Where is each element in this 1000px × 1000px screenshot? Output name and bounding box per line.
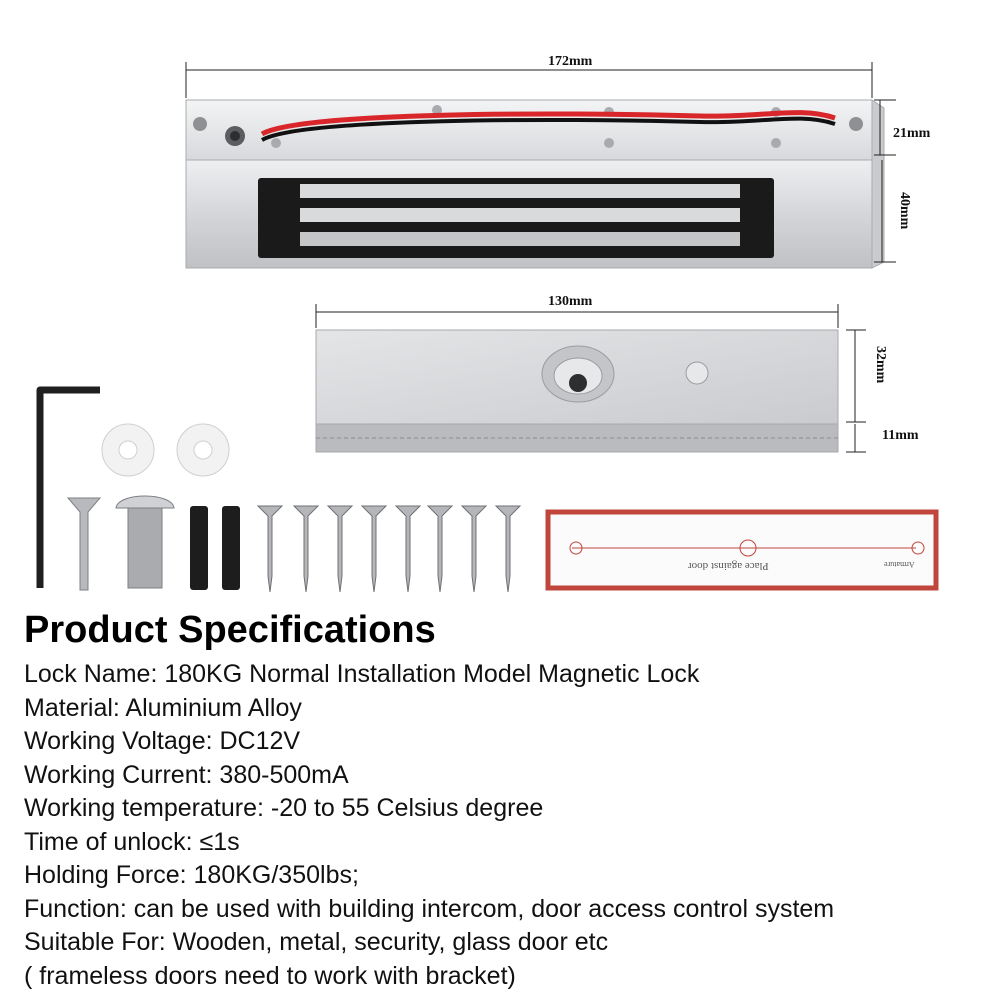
lock-depth-label: 21mm [893, 126, 931, 141]
spec-lock-name: Lock Name: 180KG Normal Installation Mod… [24, 660, 700, 688]
spec-suitable-for: Suitable For: Wooden, metal, security, g… [24, 928, 609, 956]
spec-function: Function: can be used with building inte… [24, 894, 835, 923]
sticker-text: Place against door [688, 560, 769, 572]
mount-hole [193, 117, 207, 131]
spec-holding-force: Holding Force: 180KG/350lbs; [24, 861, 359, 889]
spec-time-of-unlock: Time of unlock: ≤1s [24, 827, 240, 856]
spec-working-current: Working Current: 380-500mA [24, 760, 349, 789]
spec-material: Material: Aluminium Alloy [24, 693, 302, 722]
spec-frameless-note: ( frameless doors need to work with brac… [24, 961, 516, 990]
magnetic-lock-svg [185, 62, 896, 269]
spec-working-voltage: Working Voltage: DC12V [24, 727, 301, 755]
sticker-side-text: Armature [884, 560, 915, 569]
magnetic-lock-illustration: 172mm 21mm 40mm [0, 0, 1000, 290]
spec-working-temperature: Working temperature: -20 to 55 Celsius d… [24, 794, 544, 822]
lock-height-label: 40mm [897, 192, 912, 230]
lock-length-label: 172mm [548, 54, 593, 69]
accessories-svg [36, 386, 939, 593]
accessories-illustration: Place against door Armature [0, 370, 1000, 600]
armature-plate-illustration: 130mm 32mm 11mm [0, 290, 1000, 460]
armature-plate-svg [315, 304, 866, 453]
plate-length-label: 130mm [548, 294, 593, 309]
specifications-title: Product Specifications [24, 609, 436, 651]
product-specifications: Product Specifications Lock Name: 180KG … [24, 602, 984, 993]
plate-thickness-label: 11mm [882, 428, 919, 443]
